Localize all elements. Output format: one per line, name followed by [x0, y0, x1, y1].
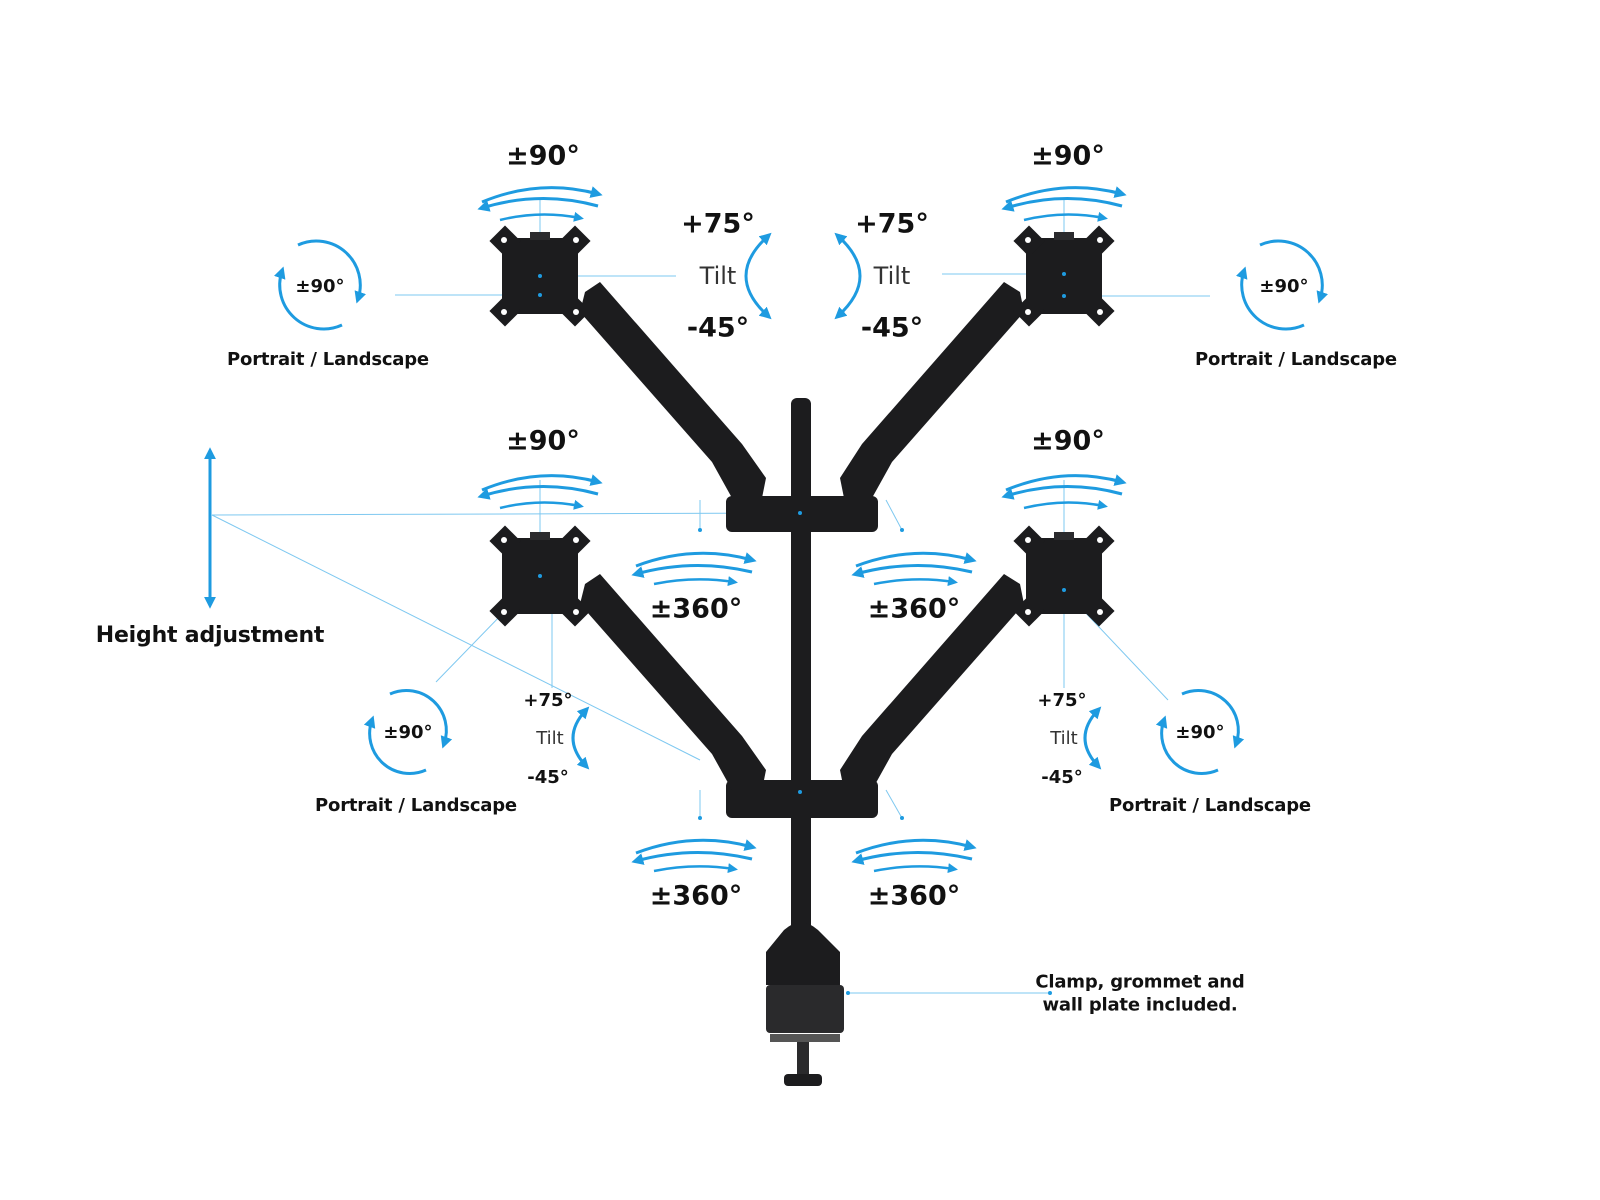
rotate-caption-top-left: Portrait / Landscape: [227, 349, 429, 370]
tilt-label-top-right: Tilt: [873, 262, 911, 290]
arm-rotation-label-upper-left: ±360°: [649, 593, 743, 625]
monitor-mount: [580, 282, 1024, 1086]
tilt-down-label-bottom-right: -45°: [1041, 767, 1083, 788]
arm-rotation-arrows-upper-right: [856, 553, 972, 584]
tilt-up-label-bottom-right: +75°: [1037, 690, 1087, 711]
arm-rotation-arrows-lower-left: [636, 840, 752, 871]
tilt-down-label-top-left: -45°: [686, 312, 750, 344]
tilt-up-label-top-right: +75°: [855, 208, 929, 240]
tilt-arrows-top-left: [744, 232, 772, 320]
swivel-label-top-right: ±90°: [1031, 140, 1105, 172]
tilt-label-bottom-left: Tilt: [536, 728, 564, 749]
rotate-caption-bottom-right: Portrait / Landscape: [1109, 795, 1311, 816]
rotate-label-top-right: ±90°: [1259, 276, 1309, 297]
clamp-note: Clamp, grommet and wall plate included.: [1035, 971, 1245, 1016]
tilt-up-label-bottom-left: +75°: [523, 690, 573, 711]
swivel-label-bottom-left: ±90°: [506, 425, 580, 457]
rotate-caption-bottom-left: Portrait / Landscape: [315, 795, 517, 816]
arm-rotation-label-lower-right: ±360°: [867, 880, 961, 912]
tilt-arrows-bottom-right: [1083, 706, 1102, 770]
tilt-label-top-left: Tilt: [699, 262, 737, 290]
tilt-down-label-bottom-left: -45°: [527, 767, 569, 788]
rotate-label-top-left: ±90°: [295, 276, 345, 297]
swivel-label-top-left: ±90°: [506, 140, 580, 172]
rotate-label-bottom-right: ±90°: [1175, 722, 1225, 743]
height-adjustment-label: Height adjustment: [95, 623, 325, 648]
tilt-up-label-top-left: +75°: [681, 208, 755, 240]
arm-rotation-arrows-upper-left: [636, 553, 752, 584]
tilt-arrows-bottom-left: [571, 706, 590, 770]
swivel-label-bottom-right: ±90°: [1031, 425, 1105, 457]
arm-rotation-arrows-lower-right: [856, 840, 972, 871]
tilt-label-bottom-right: Tilt: [1050, 728, 1078, 749]
arm-rotation-label-lower-left: ±360°: [649, 880, 743, 912]
tilt-down-label-top-right: -45°: [860, 312, 924, 344]
tilt-arrows-top-right: [834, 232, 862, 320]
rotate-label-bottom-left: ±90°: [383, 722, 433, 743]
vesa-plate-bottom-right: [1013, 525, 1115, 627]
rotate-caption-top-right: Portrait / Landscape: [1195, 349, 1397, 370]
arm-rotation-label-upper-right: ±360°: [867, 593, 961, 625]
